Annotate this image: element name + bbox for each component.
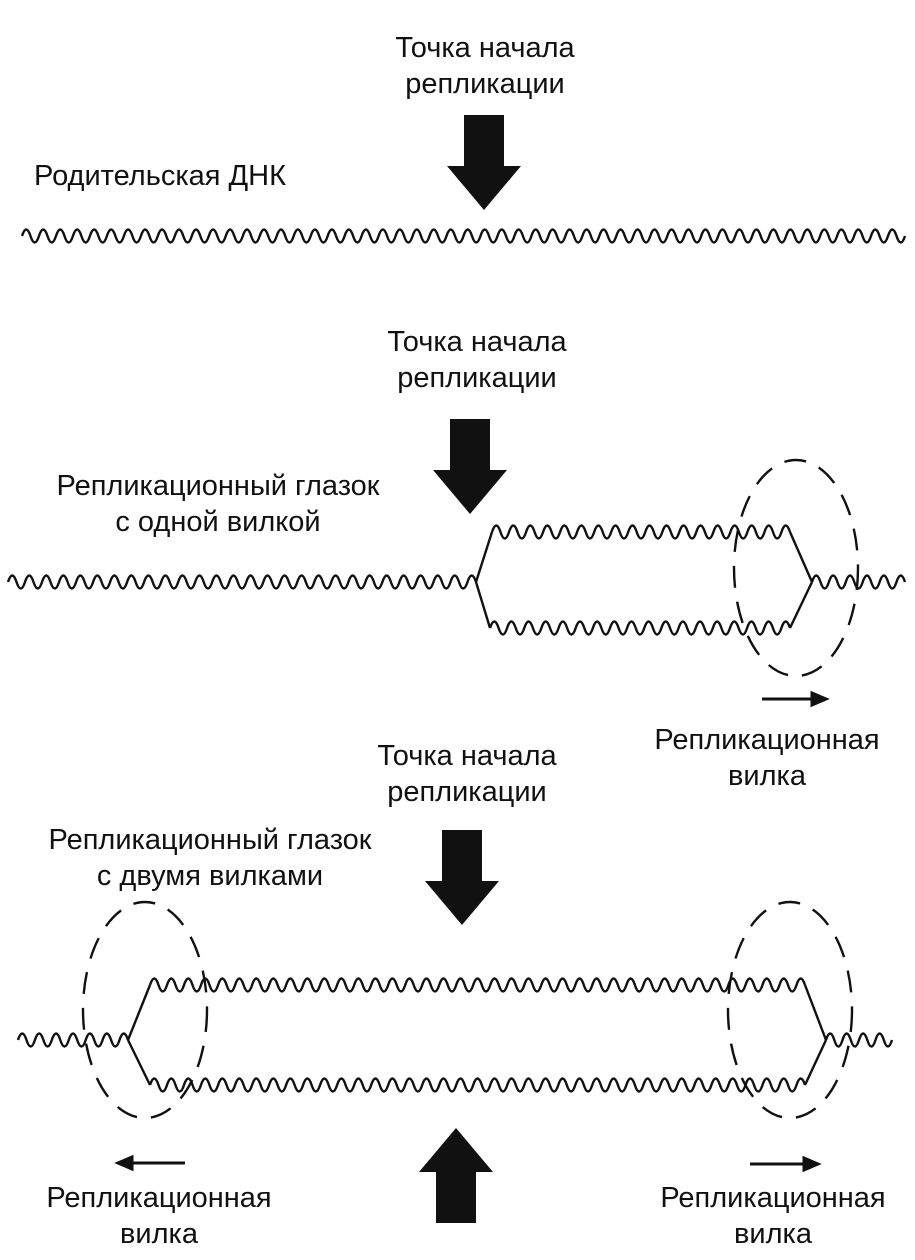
origin-label-1: Точка начала репликации bbox=[370, 30, 600, 102]
fork-label-panel2-line1: Репликационная bbox=[654, 724, 880, 756]
double-fork-eye-label-line1: Репликационный глазок bbox=[48, 824, 372, 856]
daughter-strand-upper-3 bbox=[148, 977, 807, 993]
unreplicated-dna-left-3 bbox=[16, 1032, 130, 1048]
origin-label-2: Точка начала репликации bbox=[362, 324, 592, 396]
branch-upper-left bbox=[474, 531, 494, 583]
parent-dna-label: Родительская ДНК bbox=[34, 160, 287, 192]
origin-arrow-1 bbox=[447, 115, 521, 210]
daughter-strand-lower-2 bbox=[488, 620, 792, 636]
origin-label-1-line2: репликации bbox=[405, 68, 565, 100]
fork-highlight-ovals bbox=[81, 458, 860, 1120]
fork-label-panel3-left-line1: Репликационная bbox=[46, 1182, 272, 1214]
fork-oval-panel2 bbox=[732, 458, 860, 678]
daughter-strand-upper-2 bbox=[490, 524, 792, 540]
origin-arrow-2 bbox=[433, 419, 507, 514]
origin-arrows bbox=[419, 115, 521, 1223]
daughter-strand-lower-3 bbox=[148, 1077, 807, 1093]
single-fork-eye-label-line1: Репликационный глазок bbox=[56, 470, 380, 502]
branch-lower-left bbox=[474, 581, 492, 629]
unreplicated-dna-left bbox=[6, 574, 478, 590]
parent-dna-strand bbox=[20, 228, 907, 244]
origin-arrow-3-bottom bbox=[419, 1128, 493, 1223]
branch-lower-left-3 bbox=[126, 1039, 152, 1086]
fork-branch-lines bbox=[126, 531, 828, 1086]
origin-arrow-3-top bbox=[425, 830, 499, 925]
double-fork-eye-label-line2: с двумя вилками bbox=[96, 860, 324, 892]
branch-upper-right bbox=[788, 531, 814, 583]
fork-label-panel2: Репликационная вилка bbox=[622, 722, 912, 794]
origin-label-2-line1: Точка начала bbox=[387, 326, 567, 358]
fork-label-panel3-left-line2: вилка bbox=[120, 1218, 198, 1250]
unreplicated-dna-right-3 bbox=[824, 1032, 894, 1048]
fork-label-panel3-right-line1: Репликационная bbox=[660, 1182, 886, 1214]
single-fork-eye-label-line2: с одной вилкой bbox=[115, 506, 321, 538]
branch-upper-right-3 bbox=[803, 984, 828, 1041]
origin-label-3-line2: репликации bbox=[387, 776, 547, 808]
fork-direction-arrows bbox=[114, 690, 830, 1173]
branch-lower-right bbox=[788, 581, 814, 629]
origin-label-1-line1: Точка начала bbox=[395, 32, 575, 64]
origin-label-2-line2: репликации bbox=[397, 362, 557, 394]
fork-label-panel3-left: Репликационная вилка bbox=[14, 1180, 304, 1252]
fork-oval-left-3 bbox=[81, 900, 209, 1120]
fork-direction-arrow-left bbox=[114, 1154, 185, 1172]
fork-direction-arrow-panel2 bbox=[762, 690, 830, 708]
dna-strands bbox=[6, 228, 907, 1093]
unreplicated-dna-right bbox=[810, 574, 907, 590]
fork-direction-arrow-right bbox=[750, 1155, 822, 1173]
fork-label-panel2-line2: вилка bbox=[728, 760, 806, 792]
branch-upper-left-3 bbox=[126, 984, 152, 1041]
fork-label-panel3-right-line2: вилка bbox=[734, 1218, 812, 1250]
origin-label-3-line1: Точка начала bbox=[377, 740, 557, 772]
origin-label-3: Точка начала репликации bbox=[352, 738, 582, 810]
double-fork-eye-label: Репликационный глазок с двумя вилками bbox=[10, 822, 410, 894]
fork-oval-right-3 bbox=[726, 900, 854, 1120]
single-fork-eye-label: Репликационный глазок с одной вилкой bbox=[18, 468, 418, 540]
fork-label-panel3-right: Репликационная вилка bbox=[628, 1180, 915, 1252]
branch-lower-right-3 bbox=[803, 1039, 828, 1086]
